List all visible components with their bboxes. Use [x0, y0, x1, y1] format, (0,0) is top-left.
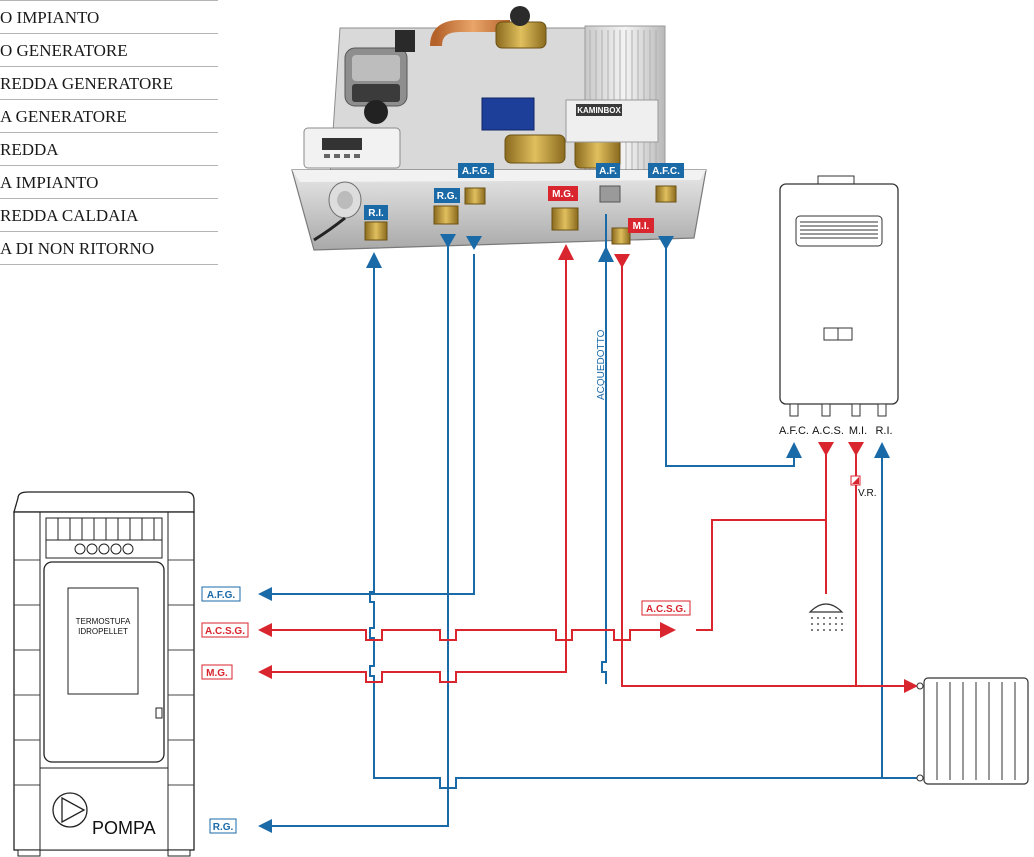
arrow-up-mg [558, 244, 574, 260]
kaminbox-brand: KAMINBOX [577, 106, 621, 115]
tag-text: A.F. [599, 166, 617, 177]
boiler-port-mi: M.I. [849, 425, 867, 437]
boiler-port-ri: R.I. [875, 425, 892, 437]
arrow-down-afc [658, 236, 674, 250]
tag-text: R.G. [437, 191, 458, 202]
tag-text: R.G. [213, 822, 234, 833]
pipe-afc [665, 236, 795, 467]
tag-text: M.G. [552, 189, 574, 200]
pellet-stove: TERMOSTUFA IDROPELLET POMPA [13, 491, 195, 857]
tag-stove-afg: A.F.G. [201, 586, 241, 602]
arrow-down-mi [614, 254, 630, 268]
tag-stove-mg: M.G. [201, 664, 233, 680]
arrow-right-mg [258, 665, 272, 679]
tag-module-afg: A.F.G. [458, 163, 494, 178]
arrow-left-afg [258, 587, 272, 601]
arrow-right-radiator [904, 679, 918, 693]
legend-item: A DI NON RITORNO [0, 232, 218, 265]
tag-text: R.I. [368, 208, 384, 219]
arrow-right-acsg [258, 623, 272, 637]
arrow-down-rg [440, 234, 456, 248]
legend-item: REDDA CALDAIA [0, 199, 218, 232]
legend-item: O GENERATORE [0, 34, 218, 67]
tag-text: A.F.G. [207, 590, 236, 601]
legend-item: A GENERATORE [0, 100, 218, 133]
tag-module-mg: M.G. [548, 186, 578, 201]
stove-label-line1: TERMOSTUFA [76, 617, 131, 626]
arrow-up-boiler-afc [786, 442, 802, 458]
tag-stove-rg: R.G. [209, 818, 237, 834]
pump-label: POMPA [92, 818, 156, 838]
tag-text: M.G. [206, 668, 228, 679]
radiator-icon [916, 677, 1029, 785]
tag-module-ri: R.I. [364, 205, 388, 220]
pipe-afg [272, 254, 475, 595]
boiler-port-acs: A.C.S. [812, 425, 844, 437]
tag-module-af: A.F. [596, 163, 620, 178]
piping-network [272, 214, 918, 827]
flow-arrows [258, 234, 918, 833]
valve-label: V.R. [858, 488, 877, 499]
tag-module-rg: R.G. [434, 188, 460, 203]
arrow-up-boiler-ri [874, 442, 890, 458]
pipe-ri [369, 262, 883, 789]
arrow-down-afg [466, 236, 482, 250]
tag-text: A.C.S.G. [646, 604, 686, 615]
tag-text: M.I. [633, 221, 650, 232]
legend-item: O IMPIANTO [0, 1, 218, 34]
aqueduct-label: ACQUEDOTTO [596, 329, 607, 400]
wall-boiler [779, 175, 899, 417]
kaminbox-module: KAMINBOX [291, 6, 707, 251]
tag-text: A.F.C. [652, 166, 680, 177]
pipe-rg [272, 240, 449, 827]
arrow-left-rg [258, 819, 272, 833]
legend-item: REDDA [0, 133, 218, 166]
pipe-mi [621, 262, 908, 687]
arrow-down-boiler-acs [818, 442, 834, 456]
tag-stove-acsg: A.C.S.G. [201, 622, 249, 638]
tag-text: A.C.S.G. [205, 626, 245, 637]
shower-icon [808, 603, 844, 631]
tag-text: A.F.G. [462, 166, 491, 177]
stove-label-line2: IDROPELLET [78, 627, 128, 636]
arrow-up-ri [366, 252, 382, 268]
legend-item: A IMPIANTO [0, 166, 218, 199]
legend-top-rule [0, 0, 218, 1]
pipe-acsg-boiler [696, 519, 826, 631]
pipe-acsg [272, 629, 660, 641]
tag-module-afc: A.F.C. [648, 163, 684, 178]
arrow-right-acsg-mid [660, 622, 676, 638]
tag-acsg-mid: A.C.S.G. [641, 600, 691, 616]
boiler-port-afc: A.F.C. [779, 425, 809, 437]
check-valve-icon [850, 475, 861, 486]
arrow-down-boiler-mi [848, 442, 864, 456]
legend-item: REDDA GENERATORE [0, 67, 218, 100]
tag-module-mi: M.I. [628, 218, 654, 233]
arrow-up-af [598, 246, 614, 262]
pipe-mg [272, 254, 567, 683]
